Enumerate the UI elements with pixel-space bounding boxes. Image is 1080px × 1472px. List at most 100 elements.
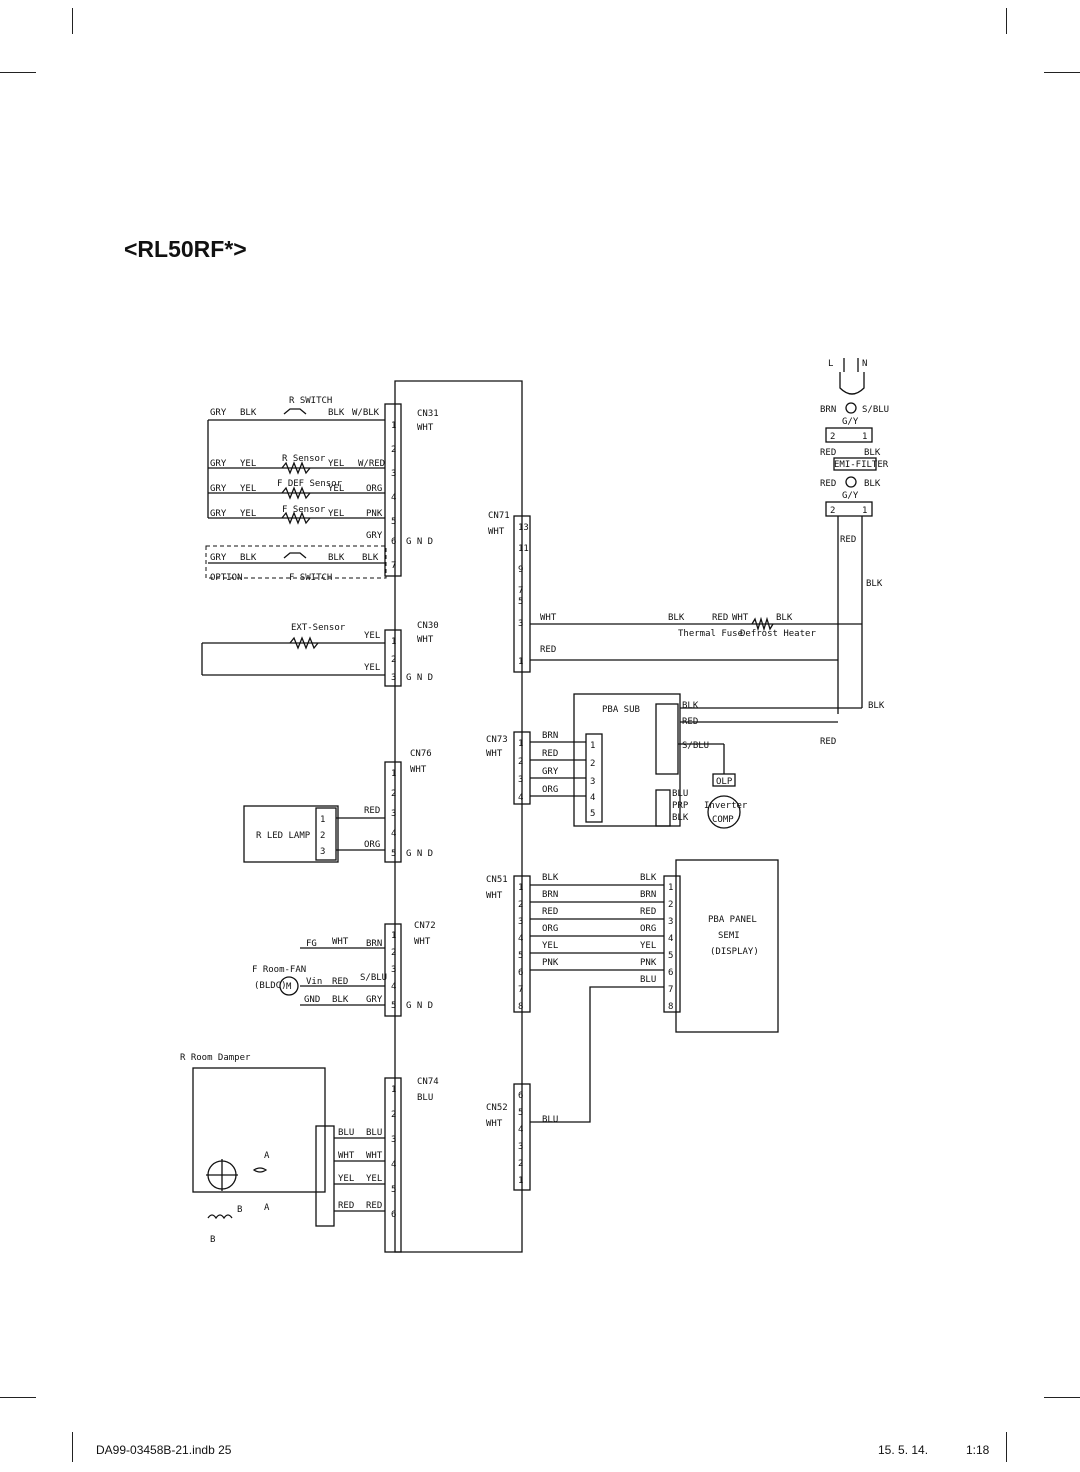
wire-label-sblu: S/BLU: [360, 973, 387, 983]
emi-filter-label: EMI-FILTER: [834, 460, 889, 470]
pin-label: 2: [391, 445, 396, 455]
connector-cn71: 13 11 9 7 5 3 1 CN71 WHT WHT RED BLK RED…: [488, 511, 862, 673]
wire-label-yel: YEL: [328, 484, 344, 494]
ext-sensor-label: EXT-Sensor: [291, 623, 346, 633]
pin-label: 1: [518, 739, 523, 749]
pin-label: 1: [391, 769, 396, 779]
wire-label-red: RED: [332, 977, 348, 987]
r-sensor-label: R Sensor: [282, 454, 326, 464]
wire-label-blk: BLK: [328, 408, 345, 418]
pin-label: 6: [391, 1210, 396, 1220]
page-title: <RL50RF*>: [124, 236, 247, 262]
wire-label-blk: BLK: [776, 613, 793, 623]
pin-label: 6: [518, 1091, 523, 1101]
wire-label-gry: GRY: [366, 995, 383, 1005]
wire-label-wht: WHT: [540, 613, 557, 623]
pin-label: 1: [518, 657, 523, 667]
wire-label-gry: GRY: [210, 553, 227, 563]
pin-label: 9: [518, 565, 523, 575]
wire-label-blk: BLK: [240, 408, 257, 418]
wire-label-red: RED: [820, 737, 836, 747]
connector-cn76: 1 2 3 4 5 CN76 WHT G N D 1 2 3 R LED LAM…: [243, 749, 433, 863]
wire-label-red: RED: [640, 907, 656, 917]
wire-label-red: RED: [682, 717, 698, 727]
pin-label: 3: [391, 469, 396, 479]
wire-label-brn: BRN: [542, 890, 558, 900]
wire-label-blk: BLK: [864, 479, 881, 489]
wire-label-yel: YEL: [328, 459, 344, 469]
crop-mark: [72, 8, 73, 34]
wire-label-brn: BRN: [820, 405, 836, 415]
l-label: L: [828, 359, 833, 369]
pin-label: 2: [391, 1110, 396, 1120]
crop-mark: [1044, 72, 1080, 73]
pba-panel-display-label: (DISPLAY): [710, 947, 759, 957]
wire-label-blu: BLU: [338, 1128, 354, 1138]
wire-label-blu: BLU: [542, 1115, 558, 1125]
wire-label-orc: ORG: [366, 484, 382, 494]
motor-icon: [279, 976, 299, 996]
pin-label: 8: [518, 1002, 523, 1012]
ground-icon: [845, 476, 857, 488]
crop-mark: [1044, 1397, 1080, 1398]
power-section: L N BRN S/BLU G/Y 2 1 RED BLK EMI-FILTER…: [680, 358, 889, 747]
connector-cn31: 1 2 3 4 5 6 7 CN31 WHT G N D: [384, 403, 439, 577]
pin-label: 5: [391, 1185, 396, 1195]
wire-label-gry: GRY: [210, 408, 227, 418]
wire-label-blu: BLU: [366, 1128, 382, 1138]
pin-label: 3: [518, 619, 523, 629]
wire-label-brn: BRN: [366, 939, 382, 949]
pin-label: 13: [518, 523, 529, 533]
term-2-label: 2: [830, 506, 835, 516]
gnd-label: G N D: [406, 1001, 433, 1011]
pin-label: 4: [668, 934, 673, 944]
term-1-label: 1: [862, 506, 867, 516]
pin-label: 4: [391, 493, 396, 503]
wire-label-blk: BLK: [866, 579, 883, 589]
motor-label: M: [286, 982, 292, 992]
pin-label: 1: [518, 883, 523, 893]
pin-label: 7: [518, 586, 523, 596]
wire-label-gry: GRY: [210, 459, 227, 469]
pin-label: 2: [668, 900, 673, 910]
wire-label-sblu: S/BLU: [862, 405, 889, 415]
footer-file: DA99-03458B-21.indb 25: [96, 1443, 232, 1457]
pin-label: 5: [391, 849, 396, 859]
connector-color: WHT: [417, 423, 434, 433]
pin-label: 5: [518, 597, 523, 607]
connector-cn52: 6 5 4 3 2 1 CN52 WHT BLU: [486, 1083, 558, 1191]
gnd-small-label: GND: [304, 995, 320, 1005]
r-switch-label: R SWITCH: [289, 396, 332, 406]
pin-label: 5: [391, 517, 396, 527]
pin-label: 6: [518, 968, 523, 978]
option-label: OPTION: [210, 573, 243, 583]
connector-label: CN31: [417, 409, 439, 419]
pin-label: 3: [391, 965, 396, 975]
pin-label: 5: [391, 1001, 396, 1011]
wire-label-red: RED: [540, 645, 556, 655]
connector-color: WHT: [486, 1119, 503, 1129]
pin-label: 2: [518, 900, 523, 910]
pin-label: 3: [320, 847, 325, 857]
wire-label-yel: YEL: [542, 941, 558, 951]
connector-color: WHT: [417, 635, 434, 645]
wire-label-blk: BLK: [868, 701, 885, 711]
pin-label: 2: [518, 757, 523, 767]
pin-label: 3: [518, 775, 523, 785]
pin-label: 5: [518, 951, 523, 961]
pin-label: 4: [518, 793, 523, 803]
connector-label: CN73: [486, 735, 508, 745]
inverter-label: Inverter: [704, 801, 748, 811]
wire-label-wht: WHT: [338, 1151, 355, 1161]
pin-label: 3: [590, 777, 595, 787]
connector-cn30: 1 2 3 CN30 WHT G N D EXT-Sensor YEL YEL: [201, 621, 439, 687]
pin-label: 7: [668, 985, 673, 995]
connector-label: CN72: [414, 921, 436, 931]
pin-label: 1: [391, 421, 396, 431]
olp-label: OLP: [716, 777, 733, 787]
wire-label-wht: WHT: [332, 937, 349, 947]
f-def-sensor-label: F DEF Sensor: [277, 479, 343, 489]
wire-label-blk: BLK: [542, 873, 559, 883]
pin-label: 3: [391, 673, 396, 683]
pin-label: 5: [590, 809, 595, 819]
